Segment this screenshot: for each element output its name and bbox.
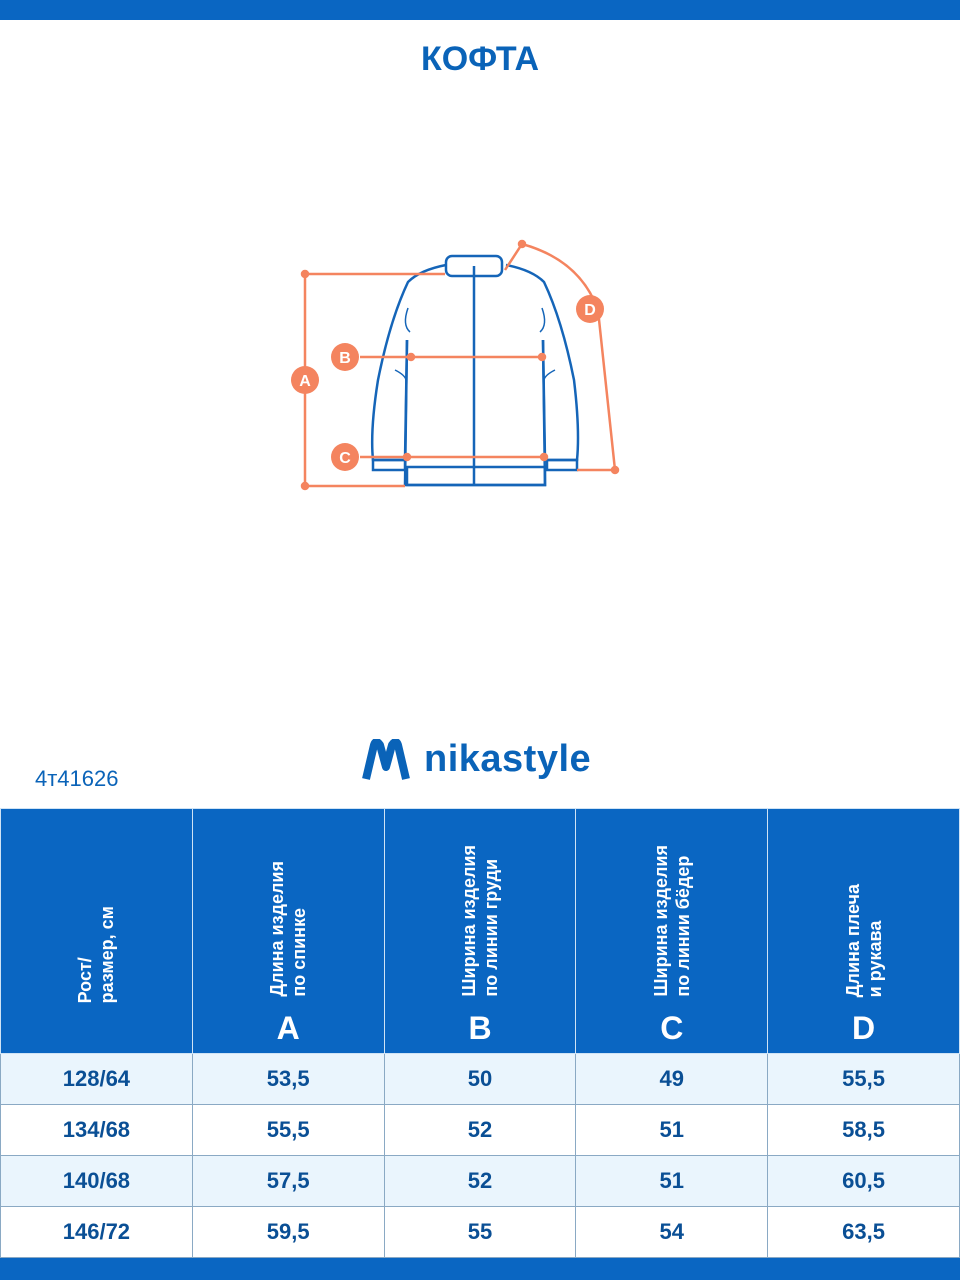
label-a: A xyxy=(299,373,311,390)
cell: 49 xyxy=(575,1053,769,1105)
bottom-bar xyxy=(0,1258,960,1280)
brand-logo-icon xyxy=(362,738,410,780)
header-letter: B xyxy=(468,1010,492,1046)
top-bar xyxy=(0,0,960,20)
cell: 55,5 xyxy=(191,1104,385,1156)
cell: 51 xyxy=(575,1155,769,1207)
header-letter: A xyxy=(276,1010,300,1046)
header-text: Рост/размер, см xyxy=(75,905,118,1003)
cell: 52 xyxy=(383,1155,577,1207)
label-c: C xyxy=(339,450,351,467)
brand-name: nikastyle xyxy=(424,738,592,780)
cell: 128/64 xyxy=(0,1053,193,1105)
cell: 60,5 xyxy=(767,1155,960,1207)
measure-lines xyxy=(291,239,620,491)
cell: 58,5 xyxy=(767,1104,960,1156)
cell: 55,5 xyxy=(767,1053,960,1105)
cell: 51 xyxy=(575,1104,769,1156)
cell: 140/68 xyxy=(0,1155,193,1207)
label-d: D xyxy=(584,302,596,319)
header-letter: C xyxy=(660,1010,684,1046)
jacket-measurement-diagram: A B C D xyxy=(291,239,620,491)
cell: 134/68 xyxy=(0,1104,193,1156)
jacket-outline xyxy=(370,254,580,487)
cell: 53,5 xyxy=(191,1053,385,1105)
cell: 54 xyxy=(575,1206,769,1258)
cell: 57,5 xyxy=(191,1155,385,1207)
cell: 55 xyxy=(383,1206,577,1258)
page-title: КОФТА xyxy=(420,40,540,78)
label-b: B xyxy=(339,350,351,367)
cell: 59,5 xyxy=(191,1206,385,1258)
header-letter: D xyxy=(852,1010,876,1046)
cell: 63,5 xyxy=(767,1206,960,1258)
cell: 52 xyxy=(383,1104,577,1156)
cell: 146/72 xyxy=(0,1206,193,1258)
header-height-size: Рост/размер, см xyxy=(0,808,193,1054)
brand-logo: nikastyle xyxy=(362,738,591,781)
product-sku: 4т41626 xyxy=(35,766,119,791)
cell: 50 xyxy=(383,1053,577,1105)
